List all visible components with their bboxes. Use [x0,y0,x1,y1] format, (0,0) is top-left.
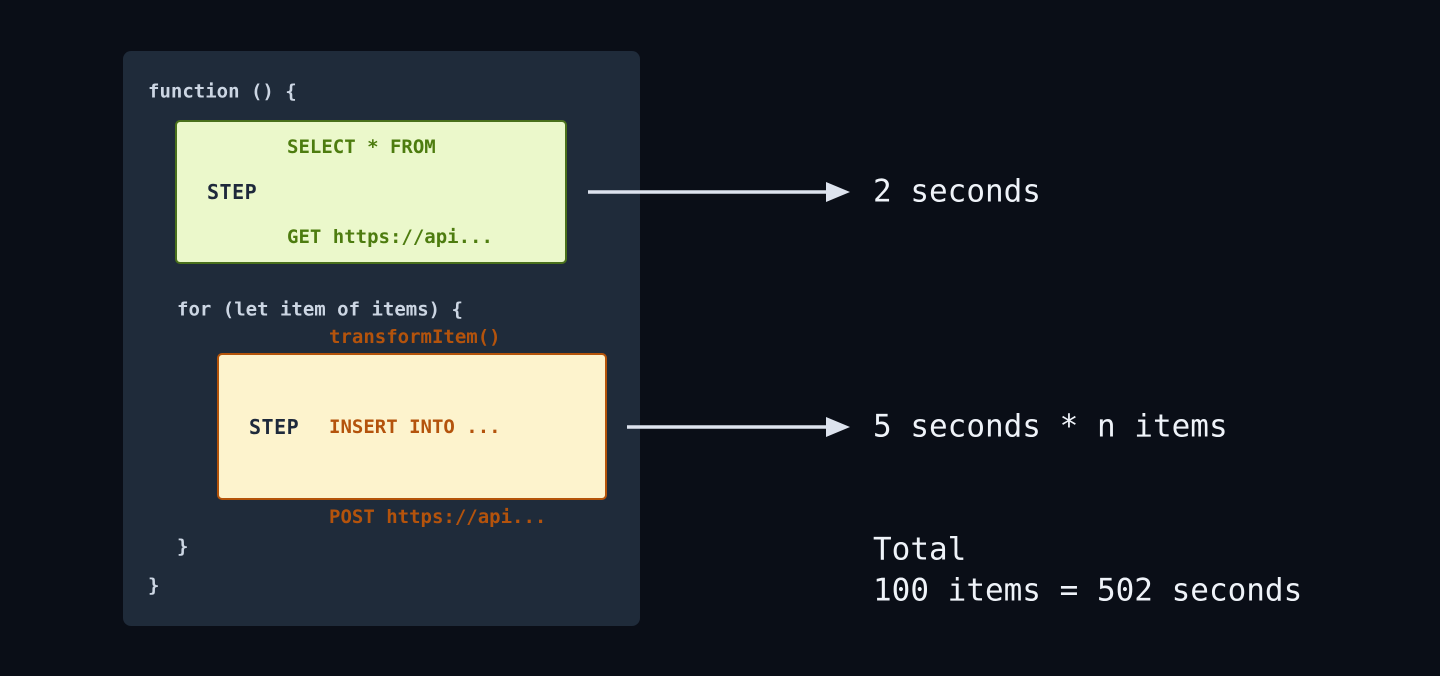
extract-step-code: SELECT * FROM GET https://api... [287,72,493,312]
total-label: Total [873,531,967,568]
arrow-right-icon [588,182,850,202]
code-line-for-open: for (let item of items) { [177,298,463,321]
code-line-transform: transformItem() [329,325,501,348]
code-line-get: GET https://api... [287,226,493,248]
step-label: STEP [249,414,300,439]
step-label: STEP [207,180,258,204]
code-block-panel: function () { STEP SELECT * FROM GET htt… [123,51,640,626]
code-line-post: POST https://api... [329,505,547,528]
code-line-insert: INSERT INTO ... [329,415,501,438]
step2-duration-label: 5 seconds * n items [873,408,1228,445]
code-line-function-open: function () { [148,80,297,103]
arrow-right-icon [627,417,850,437]
step1-duration-label: 2 seconds [873,173,1041,210]
total-value: 100 items = 502 seconds [873,572,1303,609]
code-line-function-close: } [148,574,160,597]
extract-step-box: STEP SELECT * FROM GET https://api... [175,120,567,264]
code-line-for-close: } [177,535,189,558]
transform-load-step-code: transformItem() INSERT INTO ... POST htt… [329,262,546,592]
code-line-select: SELECT * FROM [287,136,436,158]
transform-load-step-box: STEP transformItem() INSERT INTO ... POS… [217,326,607,528]
